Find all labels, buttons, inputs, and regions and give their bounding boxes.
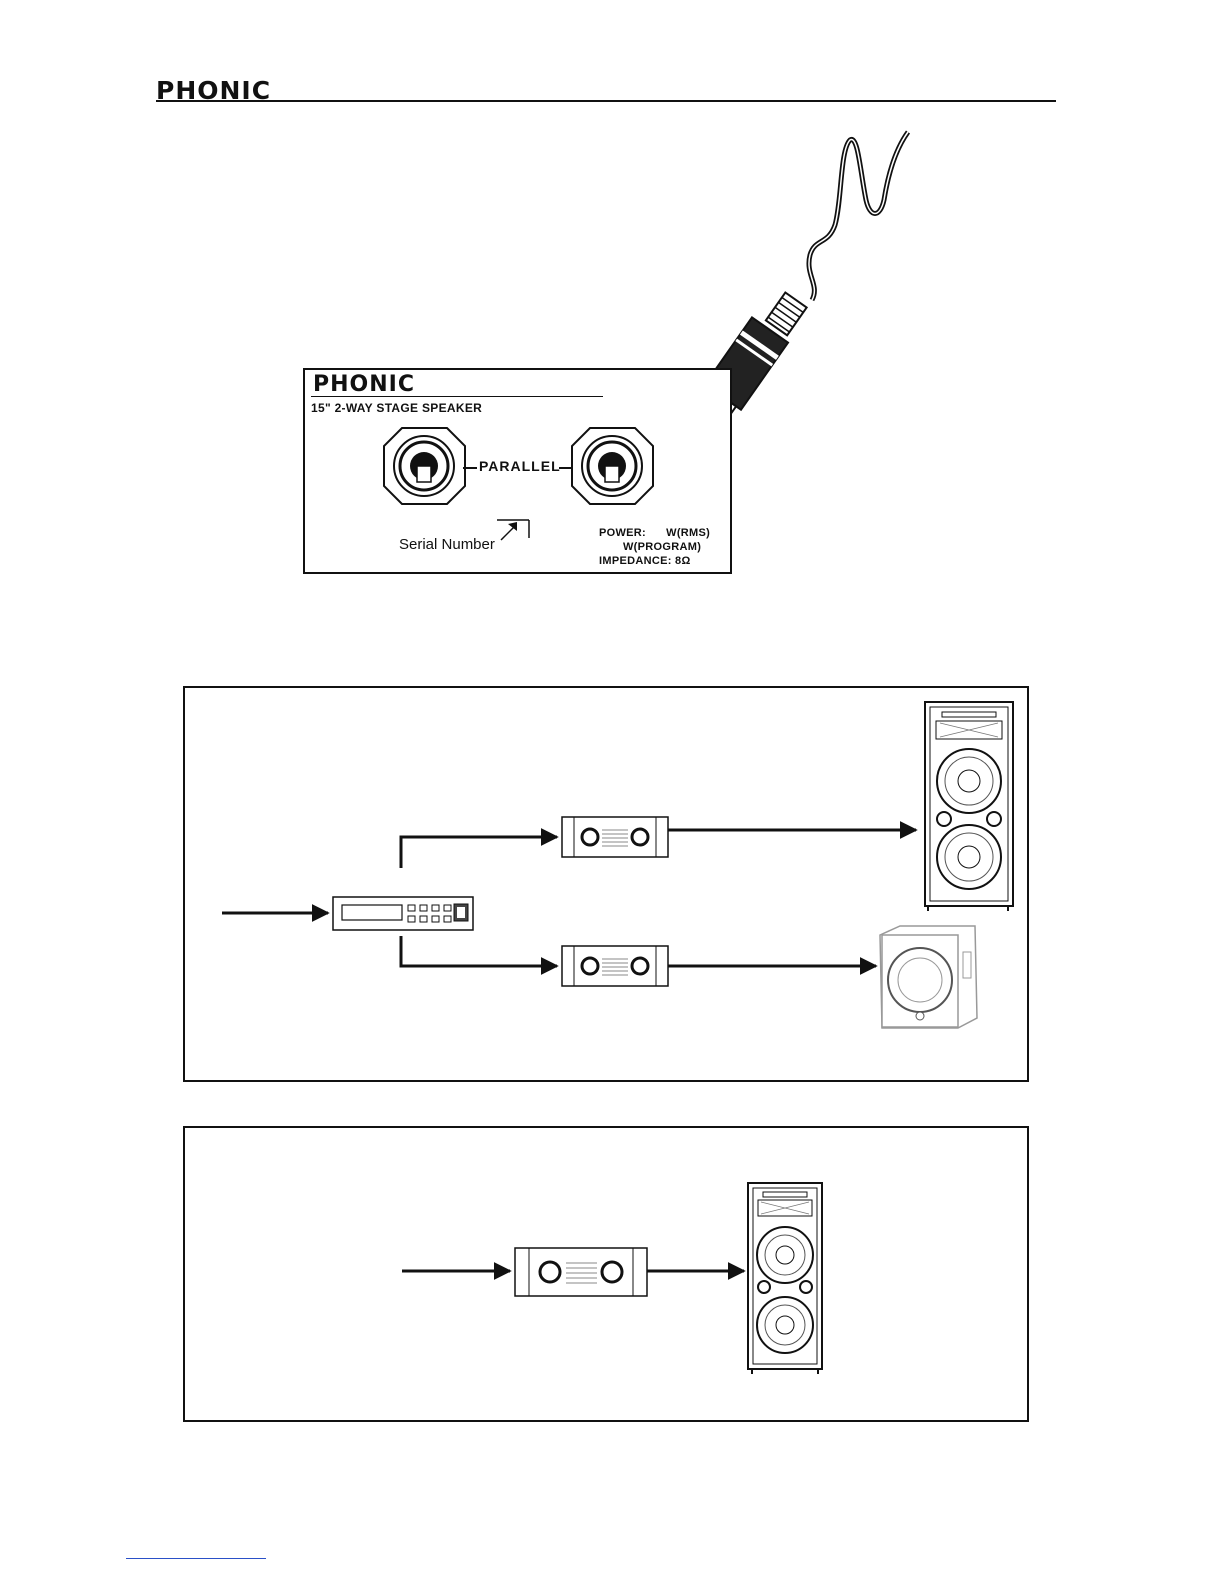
footer-link-underline <box>126 1558 266 1559</box>
two-way-speaker-icon <box>748 1183 822 1374</box>
amplifier-icon <box>515 1248 647 1296</box>
